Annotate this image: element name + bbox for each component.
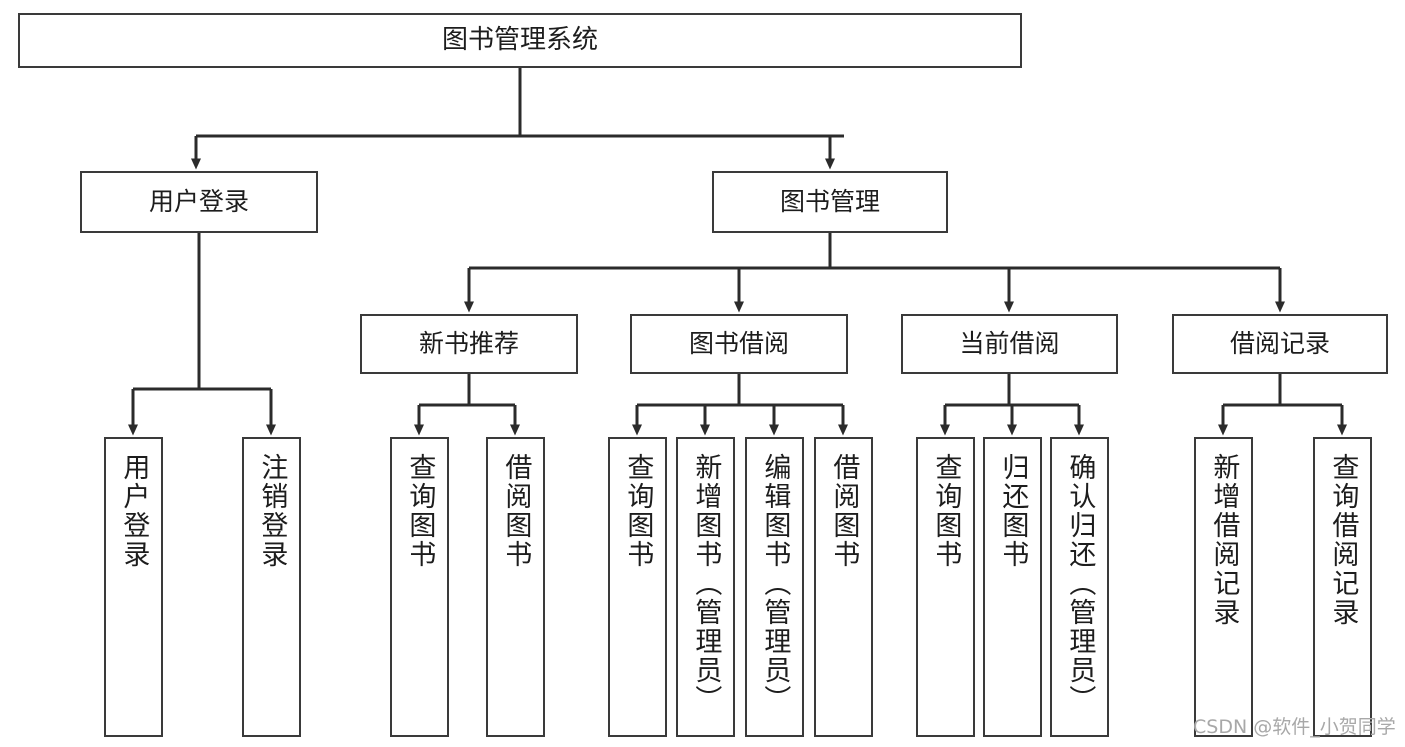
node-label: 用户登录	[118, 453, 150, 569]
node-label: 注销登录	[256, 453, 288, 569]
leaf-user-login-signin[interactable]: 用户登录	[104, 437, 163, 737]
node-label: 借阅图书	[828, 453, 860, 569]
leaf-new-book-borrow[interactable]: 借阅图书	[486, 437, 545, 737]
leaf-borrow-record-query[interactable]: 查询借阅记录	[1313, 437, 1372, 737]
node-label: 确认归还（管理员）	[1064, 453, 1096, 714]
node-book-management[interactable]: 图书管理	[712, 171, 948, 233]
leaf-book-borrow-add[interactable]: 新增图书（管理员）	[676, 437, 735, 737]
node-label: 图书管理系统	[441, 25, 598, 56]
node-label: 借阅图书	[500, 453, 532, 569]
node-label: 查询图书	[622, 453, 654, 569]
node-borrow-record[interactable]: 借阅记录	[1172, 314, 1388, 374]
node-label: 查询图书	[930, 453, 962, 569]
leaf-book-borrow-query[interactable]: 查询图书	[608, 437, 667, 737]
node-label: 当前借阅	[959, 329, 1060, 359]
node-label: 新增图书（管理员）	[690, 453, 722, 714]
node-label: 图书借阅	[688, 329, 789, 359]
node-label: 新书推荐	[418, 329, 519, 359]
node-label: 图书管理	[779, 187, 880, 217]
leaf-borrow-record-add[interactable]: 新增借阅记录	[1194, 437, 1253, 737]
node-new-book-recommend[interactable]: 新书推荐	[360, 314, 578, 374]
leaf-user-login-signout[interactable]: 注销登录	[242, 437, 301, 737]
leaf-current-borrow-confirm-return[interactable]: 确认归还（管理员）	[1050, 437, 1109, 737]
leaf-current-borrow-query[interactable]: 查询图书	[916, 437, 975, 737]
leaf-current-borrow-return[interactable]: 归还图书	[983, 437, 1042, 737]
node-root-system[interactable]: 图书管理系统	[18, 13, 1022, 68]
node-label: 编辑图书（管理员）	[759, 453, 791, 714]
watermark-text: CSDN @软件_小贺同学	[1193, 716, 1396, 738]
node-current-borrow[interactable]: 当前借阅	[901, 314, 1118, 374]
node-user-login[interactable]: 用户登录	[80, 171, 318, 233]
node-label: 归还图书	[997, 453, 1029, 569]
leaf-new-book-query[interactable]: 查询图书	[390, 437, 449, 737]
leaf-book-borrow-edit[interactable]: 编辑图书（管理员）	[745, 437, 804, 737]
node-label: 借阅记录	[1229, 329, 1330, 359]
leaf-book-borrow-lend[interactable]: 借阅图书	[814, 437, 873, 737]
node-book-borrow[interactable]: 图书借阅	[630, 314, 848, 374]
node-label: 新增借阅记录	[1208, 453, 1240, 627]
node-label: 用户登录	[148, 187, 249, 217]
node-label: 查询借阅记录	[1327, 453, 1359, 627]
node-label: 查询图书	[404, 453, 436, 569]
